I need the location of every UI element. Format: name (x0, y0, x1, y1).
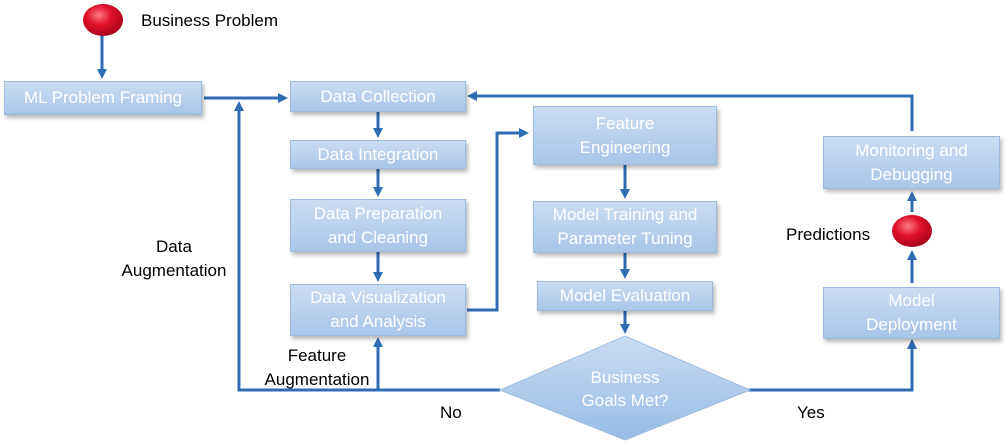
data-collection-node: Data Collection (290, 81, 466, 112)
model-deployment-node: Model Deployment (823, 287, 1000, 339)
arrow-monitoring-to-collection (467, 91, 914, 131)
data-integration-node: Data Integration (290, 140, 466, 169)
business-goals-decision-label: Business Goals Met? (581, 368, 669, 410)
predictions-label: Predictions (786, 225, 871, 244)
start-terminal-icon (83, 4, 123, 36)
data-augmentation-label: Data Augmentation (121, 237, 227, 280)
data-visualization-node: Data Visualization and Analysis (290, 284, 466, 336)
arrow-visualization-to-feature-engineering (467, 128, 529, 312)
predictions-terminal-icon (892, 215, 932, 247)
start-label: Business Problem (141, 11, 279, 30)
data-preparation-node: Data Preparation and Cleaning (290, 199, 466, 252)
arrow-no-feature-augmentation (373, 337, 500, 392)
arrow-yes-to-deployment (748, 339, 917, 392)
feature-engineering-node: Feature Engineering (533, 106, 717, 165)
decision-diamond (498, 335, 752, 441)
feature-augmentation-label: Feature Augmentation (264, 346, 370, 389)
monitoring-node: Monitoring and Debugging (823, 136, 1000, 189)
no-label: No (440, 403, 462, 422)
model-training-node: Model Training and Parameter Tuning (533, 201, 717, 253)
ml-problem-framing-node: ML Problem Framing (4, 81, 202, 115)
yes-label: Yes (797, 403, 825, 422)
model-evaluation-node: Model Evaluation (537, 281, 713, 311)
